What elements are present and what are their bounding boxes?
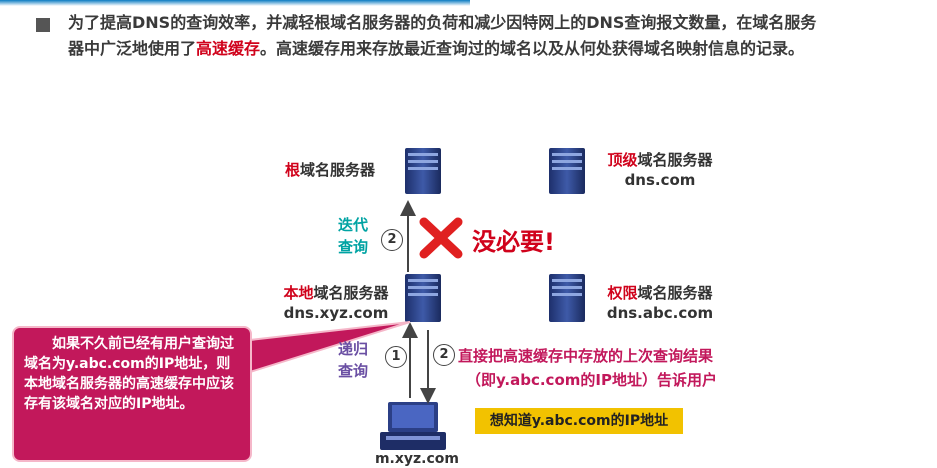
step-1-recursive: 1: [385, 346, 407, 368]
auth-server-icon: [549, 274, 585, 322]
iterative-line2: 查询: [337, 238, 368, 256]
bullet-square: [36, 18, 50, 32]
auth-domain: dns.abc.com: [606, 304, 714, 322]
host-label: m.xyz.com: [374, 451, 460, 467]
recursive-label: 递归 查询: [333, 338, 373, 382]
tld-label-red: 顶级: [607, 151, 638, 169]
local-label-rest: 域名服务器: [313, 284, 389, 302]
local-label-red: 本地: [283, 284, 314, 302]
intro-line2-b: 。高速缓存用来存放最近查询过的域名以及从何处获得域名映射信息的记录。: [260, 39, 805, 58]
intro-line1: 为了提高DNS的查询效率，并减轻根域名服务器的负荷和减少因特网上的DNS查询报文…: [68, 13, 817, 32]
local-server-label: 本地域名服务器 dns.xyz.com: [272, 283, 400, 323]
title-strip: [0, 0, 470, 6]
root-label-rest: 域名服务器: [300, 161, 376, 179]
reply-line1: 直接把高速缓存中存放的上次查询结果: [458, 347, 714, 365]
auth-label-red: 权限: [607, 284, 638, 302]
root-label-red: 根: [284, 161, 300, 179]
auth-label-rest: 域名服务器: [637, 284, 713, 302]
red-x-icon: [419, 217, 463, 259]
intro-text: 为了提高DNS的查询效率，并减轻根域名服务器的负荷和减少因特网上的DNS查询报文…: [68, 10, 928, 62]
intro-line2-a: 器中广泛地使用了: [68, 39, 197, 58]
cache-callout: 如果不久前已经有用户查询过域名为y.abc.com的IP地址，则本地域名服务器的…: [12, 326, 252, 462]
root-server-label: 根域名服务器: [270, 160, 390, 180]
tld-label-rest: 域名服务器: [637, 151, 713, 169]
step-2-reply: 2: [433, 344, 455, 366]
iterative-label: 迭代 查询: [333, 214, 373, 258]
host-computer-icon: [380, 402, 446, 450]
tld-server-label: 顶级域名服务器 dns.com: [590, 150, 730, 190]
auth-server-label: 权限域名服务器 dns.abc.com: [590, 283, 730, 323]
step-2-iterative: 2: [381, 229, 403, 251]
local-domain: dns.xyz.com: [283, 304, 389, 322]
intro-line2: 器中广泛地使用了高速缓存。高速缓存用来存放最近查询过的域名以及从何处获得域名映射…: [68, 36, 928, 62]
intro-highlight: 高速缓存: [196, 39, 261, 58]
tld-domain: dns.com: [624, 171, 696, 189]
reply-line2: （即y.abc.com的IP地址）告诉用户: [466, 371, 717, 389]
want-ip-box: 想知道y.abc.com的IP地址: [475, 408, 683, 434]
tld-server-icon: [549, 148, 585, 194]
root-server-icon: [405, 148, 441, 194]
reply-text: 直接把高速缓存中存放的上次查询结果 （即y.abc.com的IP地址）告诉用户: [458, 344, 788, 392]
local-server-icon: [405, 274, 441, 322]
recursive-line1: 递归: [337, 340, 368, 358]
iterative-line1: 迭代: [337, 216, 368, 234]
callout-pointer: [249, 321, 411, 374]
recursive-line2: 查询: [337, 362, 368, 380]
not-needed-text: 没必要!: [472, 228, 555, 256]
